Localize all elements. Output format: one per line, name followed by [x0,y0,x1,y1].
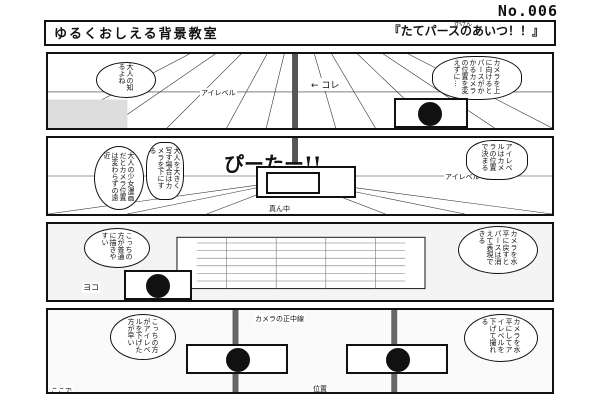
panel-4-right-camera-icon [346,344,448,374]
panel-3-left-bubble: こっちの方が普通に描きやすい [84,228,150,268]
panel-2-right-bubble: アイレベルはカメラの位置で決まる [466,140,528,180]
title-ruby: かげん [453,21,472,28]
panel-1-arrow-label: ← コレ [310,78,341,91]
camera-lens-icon [418,102,442,126]
panel-1-left-bubble-text: 大人の知るよね [118,63,134,91]
panel-2-left-bubble: 大人の少女漫画だとカメラ位置は変わらずの遠近 [94,146,144,210]
panel-3-right-bubble: カメラを水平に戻すとパースは消えて表現できる [458,226,538,274]
panel-2: 大人の少女漫画だとカメラ位置は変わらずの遠近 大人を大きく写す場合はカメラを下に… [46,136,554,216]
panel-4: カメラの正中線 こっちの方がアイレベルを下げた方が早い 位置 ここで カメラを水… [46,308,554,394]
panel-4-left-bubble: こっちの方がアイレベルを下げた方が早い [110,314,176,360]
panel-2-eye-level: アイレベル [444,172,481,182]
panel-1-eye-level: アイレベル [200,88,237,98]
panel-3: こっちの方が普通に描きやすい ヨコ カメラを水平に戻すとパースは消えて表現できる [46,222,554,302]
panel-4-right-bubble: カメラを水平にしてアイレベルを下げて撮れる [464,314,538,362]
panel-3-camera-icon [124,270,192,300]
panel-4-left-camera-icon [186,344,288,374]
panel-3-sign-label: ヨコ [82,282,100,293]
panel-2-mid-bubble-text: 大人を大きく写す場合はカメラを下にする [149,147,181,189]
camera-lens-icon [146,274,170,298]
panel-2-center-label: 真ん中 [268,204,291,214]
camera-lens-icon [386,348,410,372]
manga-page: No.006 ゆるくおしえる背景教室 かげん 『たてパースのあいつ！！』 大人の… [40,0,560,400]
panel-2-camera-icon [256,166,356,198]
panel-1-left-bubble: 大人の知るよね [96,62,156,98]
panel-1: 大人の知るよね ← コレ アイレベル カメラを上に向けるとパースがかかるカメラの… [46,52,554,130]
panel-1-camera-icon [394,98,468,128]
camera-lens-icon [226,348,250,372]
panel-4-corner-note: ここで [50,386,73,394]
panel-4-right-bubble-text: カメラを水平にしてアイレベルを下げて撮れる [481,318,521,353]
panel-3-building-photo [176,236,426,290]
issue-number: No.006 [497,2,558,20]
panel-4-left-bubble-text: こっちの方がアイレベルを下げた方が早い [127,318,159,353]
panel-2-mid-bubble: 大人を大きく写す場合はカメラを下にする [146,142,184,200]
panel-2-left-bubble-text: 大人の少女漫画だとカメラ位置は変わらずの遠近 [103,152,135,201]
title-text: ゆるくおしえる背景教室 [54,27,219,42]
panel-4-bottom-label: 位置 [312,384,328,393]
panel-3-left-bubble-text: こっちの方が普通に描きやすい [101,232,133,260]
title-bar: ゆるくおしえる背景教室 かげん 『たてパースのあいつ！！』 [44,20,556,46]
panel-1-right-bubble-text: カメラを上に向けるとパースがかかるカメラの位置を変えずに… [453,59,501,94]
panel-1-right-bubble: カメラを上に向けるとパースがかかるカメラの位置を変えずに… [432,56,522,100]
panel-2-right-bubble-text: アイレベルはカメラの位置で決まる [481,143,513,171]
panel-3-right-bubble-text: カメラを水平に戻すとパースは消えて表現できる [478,230,518,265]
title-subtitle: 『たてパースのあいつ！！』 [388,24,544,38]
panel-4-top-label: カメラの正中線 [254,314,305,324]
